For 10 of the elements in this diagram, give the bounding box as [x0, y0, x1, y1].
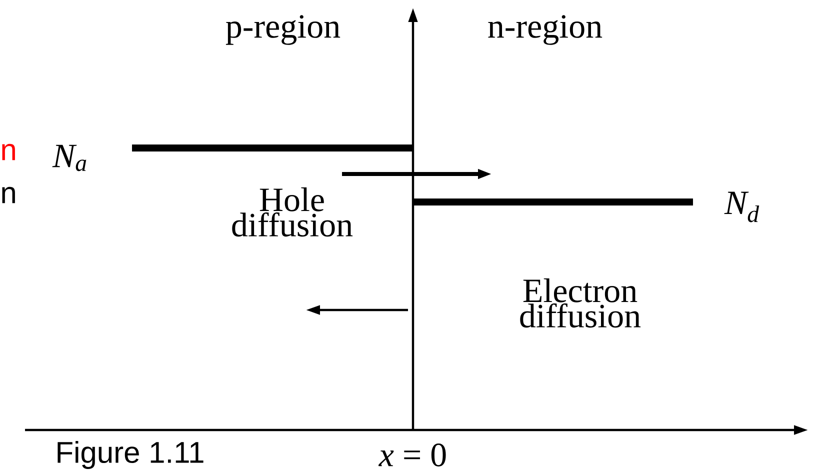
diffusion-label: Electron diffusion	[520, 278, 641, 328]
text-fragment: n	[2, 186, 15, 204]
concentration-label: N$_{d}$	[724, 192, 760, 222]
text-fragment: n	[2, 144, 15, 160]
figure-caption: Figure 1.11	[58, 441, 204, 469]
region-label: n-region	[488, 15, 602, 45]
axis-label: x = 0	[378, 444, 446, 466]
concentration-label: N$_{a}$	[52, 144, 86, 172]
diffusion-label: Hole diffusion	[232, 187, 353, 237]
region-label: p-region	[226, 15, 340, 45]
